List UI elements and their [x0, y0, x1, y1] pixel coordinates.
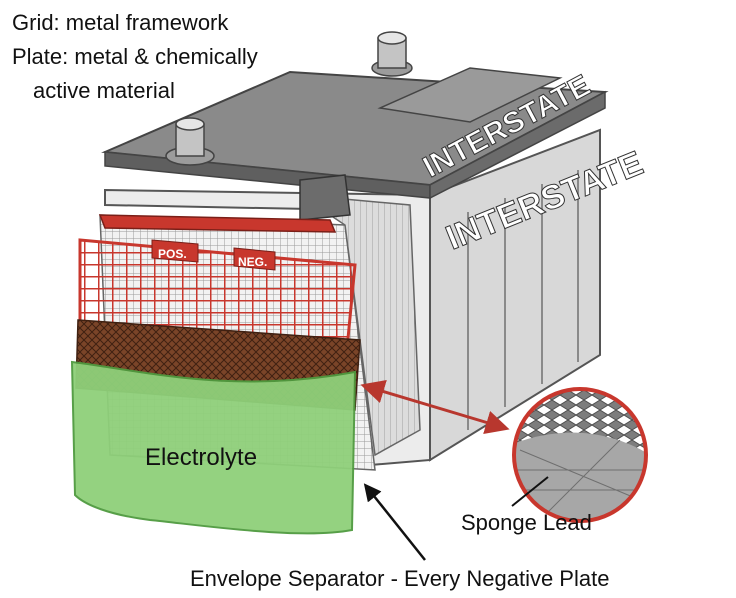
magnifier-arrow: [360, 380, 510, 434]
pos-tab-label: POS.: [158, 247, 187, 261]
battery-case: [101, 67, 609, 467]
pos-tab: POS.: [151, 239, 199, 263]
top-bar: [98, 214, 337, 233]
terminal-back: [371, 31, 413, 77]
terminal-front: [165, 117, 215, 166]
electrolyte-label: Electrolyte: [145, 444, 258, 471]
sponge-lead-label: Sponge Lead: [461, 510, 592, 535]
grid-definition-label: Grid: metal framework: [12, 10, 229, 35]
sponge-lead-pointer: [511, 476, 549, 507]
envelope-separator-label: Envelope Separator - Every Negative Plat…: [190, 566, 610, 591]
neg-tab: NEG.: [233, 247, 276, 271]
plate-definition-label: Plate: metal & chemically: [12, 44, 258, 69]
electrolyte-fill: [70, 360, 357, 535]
separator-arrow: [363, 483, 426, 561]
sponge-lead-magnifier: [512, 387, 648, 523]
plate-definition-label-continued: active material: [33, 78, 175, 103]
plate-strap: [299, 174, 351, 221]
neg-tab-label: NEG.: [238, 255, 267, 269]
